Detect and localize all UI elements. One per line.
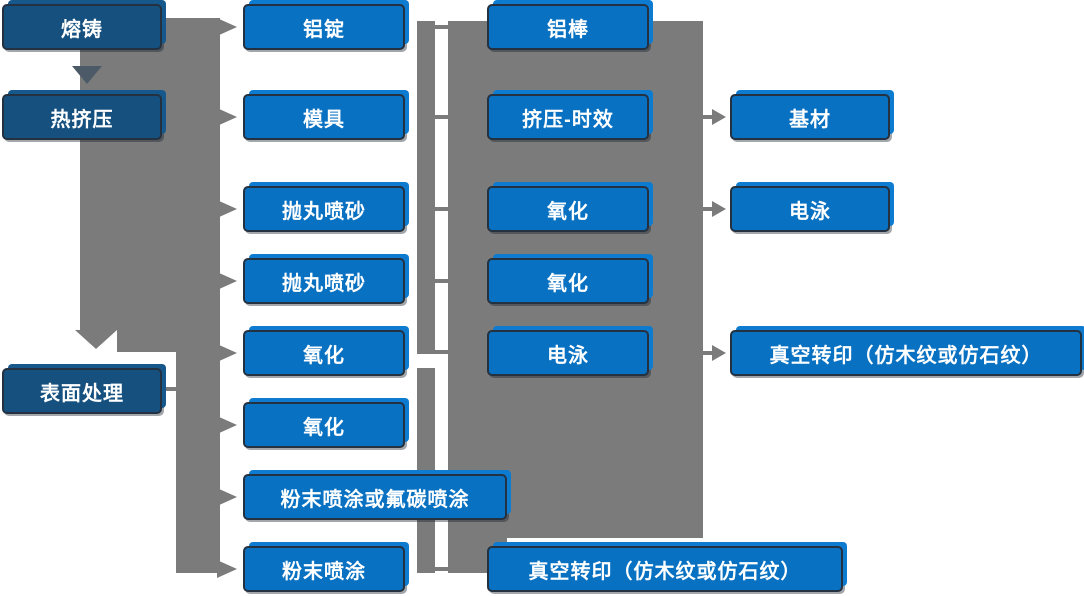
node-label: 电泳 bbox=[547, 344, 589, 367]
node-aluminum-ingot: 铝锭 bbox=[243, 4, 405, 50]
node-label: 挤压-时效 bbox=[522, 108, 614, 131]
node-label: 氧化 bbox=[547, 200, 589, 223]
mid-connector-bar-bottom bbox=[417, 368, 435, 573]
arrow-right-icon-row3 bbox=[217, 200, 237, 218]
arrow-tail-substrate bbox=[701, 115, 715, 119]
arrow-tail-electrophoresis bbox=[701, 207, 715, 211]
node-label: 真空转印（仿木纹或仿石纹） bbox=[528, 560, 802, 583]
tick-row2 bbox=[435, 115, 448, 119]
surface-flow-bar bbox=[176, 330, 220, 573]
node-label: 铝棒 bbox=[547, 18, 589, 41]
node-label: 表面处理 bbox=[40, 382, 124, 405]
node-label: 氧化 bbox=[303, 416, 345, 439]
arrow-right-icon-row2 bbox=[217, 108, 237, 126]
node-label: 模具 bbox=[303, 108, 345, 131]
node-hot-extrusion: 热挤压 bbox=[2, 94, 162, 140]
node-extrusion-aging: 挤压-时效 bbox=[487, 94, 649, 140]
tick-row4 bbox=[435, 279, 448, 283]
node-label: 热挤压 bbox=[50, 108, 114, 131]
node-oxidation-4: 氧化 bbox=[487, 258, 649, 304]
tick-surface-treatment bbox=[162, 387, 176, 391]
arrow-right-icon-row4 bbox=[217, 272, 237, 290]
arrow-right-icon-row8 bbox=[217, 560, 237, 578]
node-vacuum-transfer-print-1: 真空转印（仿木纹或仿石纹） bbox=[487, 546, 843, 592]
node-label: 抛丸喷砂 bbox=[282, 272, 366, 295]
arrow-head-icon-electrophoresis bbox=[712, 201, 726, 217]
node-electrophoresis-1: 电泳 bbox=[487, 330, 649, 376]
arrow-right-icon-row5 bbox=[217, 344, 237, 362]
node-surface-treatment: 表面处理 bbox=[2, 368, 162, 414]
node-label: 熔铸 bbox=[61, 18, 103, 41]
tick-row3 bbox=[435, 207, 448, 211]
main-flow-bar bbox=[80, 18, 220, 330]
node-oxidation-2: 氧化 bbox=[243, 402, 405, 448]
node-label: 氧化 bbox=[547, 272, 589, 295]
tick-row8 bbox=[435, 567, 448, 571]
arrow-tail-vacuum-transfer bbox=[701, 351, 715, 355]
tick-row1 bbox=[435, 25, 448, 29]
node-label: 抛丸喷砂 bbox=[282, 200, 366, 223]
node-label: 氧化 bbox=[303, 344, 345, 367]
arrow-head-icon-substrate bbox=[712, 109, 726, 125]
node-substrate: 基材 bbox=[730, 94, 890, 140]
node-oxidation-3: 氧化 bbox=[487, 186, 649, 232]
arrow-down-icon-to-hot-extrusion bbox=[72, 66, 102, 84]
node-melting-casting: 熔铸 bbox=[2, 4, 162, 50]
node-shot-blasting-1: 抛丸喷砂 bbox=[243, 186, 405, 232]
node-vacuum-transfer-print-2: 真空转印（仿木纹或仿石纹） bbox=[730, 330, 1082, 376]
arrow-down-icon-to-surface-treatment bbox=[75, 330, 117, 349]
node-mold: 模具 bbox=[243, 94, 405, 140]
node-label: 真空转印（仿木纹或仿石纹） bbox=[769, 344, 1043, 367]
node-label: 铝锭 bbox=[303, 18, 345, 41]
tick-row5 bbox=[435, 350, 448, 354]
node-label: 基材 bbox=[789, 108, 831, 131]
mid-connector-bar-top bbox=[417, 21, 435, 354]
arrow-right-icon-row7 bbox=[217, 488, 237, 506]
arrow-head-icon-vacuum-transfer bbox=[712, 345, 726, 361]
node-label: 电泳 bbox=[789, 200, 831, 223]
arrow-right-icon-row1 bbox=[217, 18, 237, 36]
node-label: 粉末喷涂或氟碳喷涂 bbox=[280, 488, 470, 511]
arrow-right-icon-row6 bbox=[217, 416, 237, 434]
node-shot-blasting-2: 抛丸喷砂 bbox=[243, 258, 405, 304]
node-powder-coating: 粉末喷涂 bbox=[243, 546, 405, 592]
node-electrophoresis-2: 电泳 bbox=[730, 186, 890, 232]
node-powder-or-fluorocarbon-coating: 粉末喷涂或氟碳喷涂 bbox=[243, 474, 507, 520]
node-oxidation-1: 氧化 bbox=[243, 330, 405, 376]
node-label: 粉末喷涂 bbox=[282, 560, 366, 583]
node-aluminum-rod: 铝棒 bbox=[487, 4, 649, 50]
